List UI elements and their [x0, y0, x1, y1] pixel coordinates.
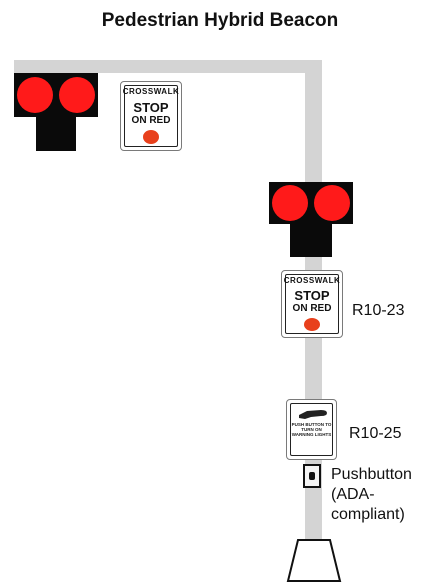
sign-border	[124, 85, 178, 147]
label-pushbutton-line-2: (ADA-	[331, 486, 375, 503]
sign-header: CROSSWALK	[122, 87, 180, 96]
beacon-lens-housing	[269, 182, 353, 224]
label-r10-25: R10-25	[349, 425, 402, 442]
sign-header: CROSSWALK	[283, 276, 341, 285]
pushbutton-sign: PUSH BUTTON TO TURN ON WARNING LIGHTS	[286, 399, 337, 460]
diagram-title: Pedestrian Hybrid Beacon	[101, 10, 339, 31]
mast-arm-beacon	[14, 73, 98, 151]
sign-line-on-red: ON RED	[131, 115, 171, 126]
sign-red-dot	[143, 130, 159, 144]
pole-crosswalk-sign: CROSSWALK STOP ON RED	[281, 270, 343, 338]
label-r10-23: R10-23	[352, 302, 405, 319]
beacon-red-lens-right	[314, 185, 350, 221]
beacon-lens-housing	[14, 73, 98, 117]
beacon-red-lens-left	[17, 77, 53, 113]
pushbutton-sign-text: PUSH BUTTON TO TURN ON WARNING LIGHTS	[291, 422, 332, 437]
label-pushbutton-line-1: Pushbutton	[331, 466, 412, 483]
beacon-lower-housing	[36, 117, 76, 151]
hand-pointer-icon	[299, 410, 327, 419]
pole-beacon	[269, 182, 353, 257]
mast-arm-crosswalk-sign: CROSSWALK STOP ON RED	[120, 81, 182, 151]
mast-arm	[14, 60, 322, 73]
sign-line-on-red: ON RED	[292, 303, 332, 314]
pushbutton	[303, 464, 321, 488]
sign-line-stop: STOP	[294, 288, 330, 303]
sign-line-stop: STOP	[133, 100, 169, 115]
sign-red-dot	[304, 318, 320, 331]
beacon-lower-housing	[290, 224, 332, 257]
label-pushbutton-line-3: compliant)	[331, 506, 405, 523]
pole-base	[286, 539, 342, 582]
sign-border	[285, 274, 339, 334]
beacon-red-lens-left	[272, 185, 308, 221]
beacon-red-lens-right	[59, 77, 95, 113]
pushbutton-knob	[309, 472, 315, 480]
sign-border	[290, 403, 333, 456]
